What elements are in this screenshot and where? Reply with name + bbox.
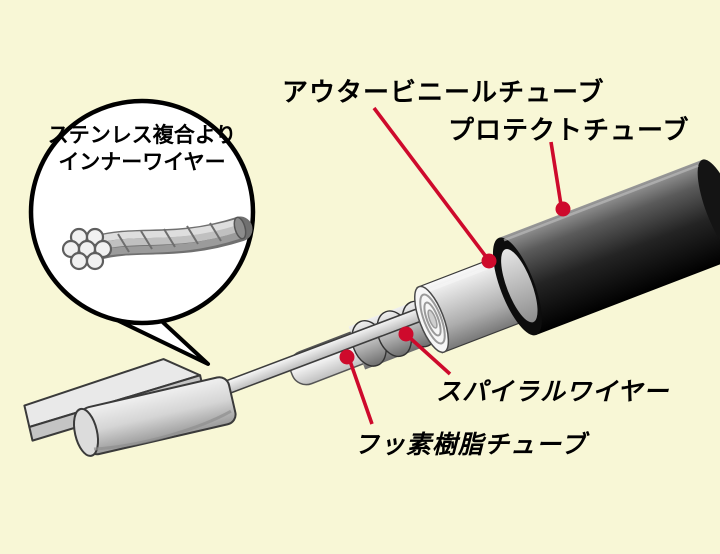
callout-line-outer-vinyl	[372, 106, 489, 260]
callout-dot-fluoro	[339, 349, 355, 365]
callout-line-protect	[549, 141, 563, 206]
fitting-barrel-cap	[73, 407, 100, 457]
inset-caption-line1: ステンレス複合より	[47, 124, 237, 147]
callout-line-fluoro	[348, 360, 374, 425]
inset-circle-border	[28, 98, 256, 326]
inset-caption: ステンレス複合より インナーワイヤー	[34, 122, 250, 176]
callout-line-spiral	[407, 335, 452, 376]
callouts	[339, 106, 571, 425]
inset-circle	[28, 98, 256, 366]
strand-cross-section	[61, 227, 113, 271]
label-spiral-wire: スパイラルワイヤー	[436, 378, 670, 406]
cable-end-fitting	[23, 358, 237, 457]
callout-dot-spiral	[398, 326, 414, 342]
label-fluororesin-tube: フッ素樹脂チューブ	[354, 431, 587, 459]
stranded-wire-drawing	[61, 216, 253, 271]
label-protect-tube: プロテクトチューブ	[448, 115, 690, 145]
callout-dot-outer-vinyl	[481, 253, 497, 269]
vinyl-tube-cut-face	[413, 285, 450, 354]
label-outer-vinyl-tube: アウタービニールチューブ	[282, 77, 605, 107]
protect-tube	[492, 159, 720, 336]
callout-dot-protect	[555, 201, 571, 217]
inset-caption-line2: インナーワイヤー	[58, 151, 226, 174]
